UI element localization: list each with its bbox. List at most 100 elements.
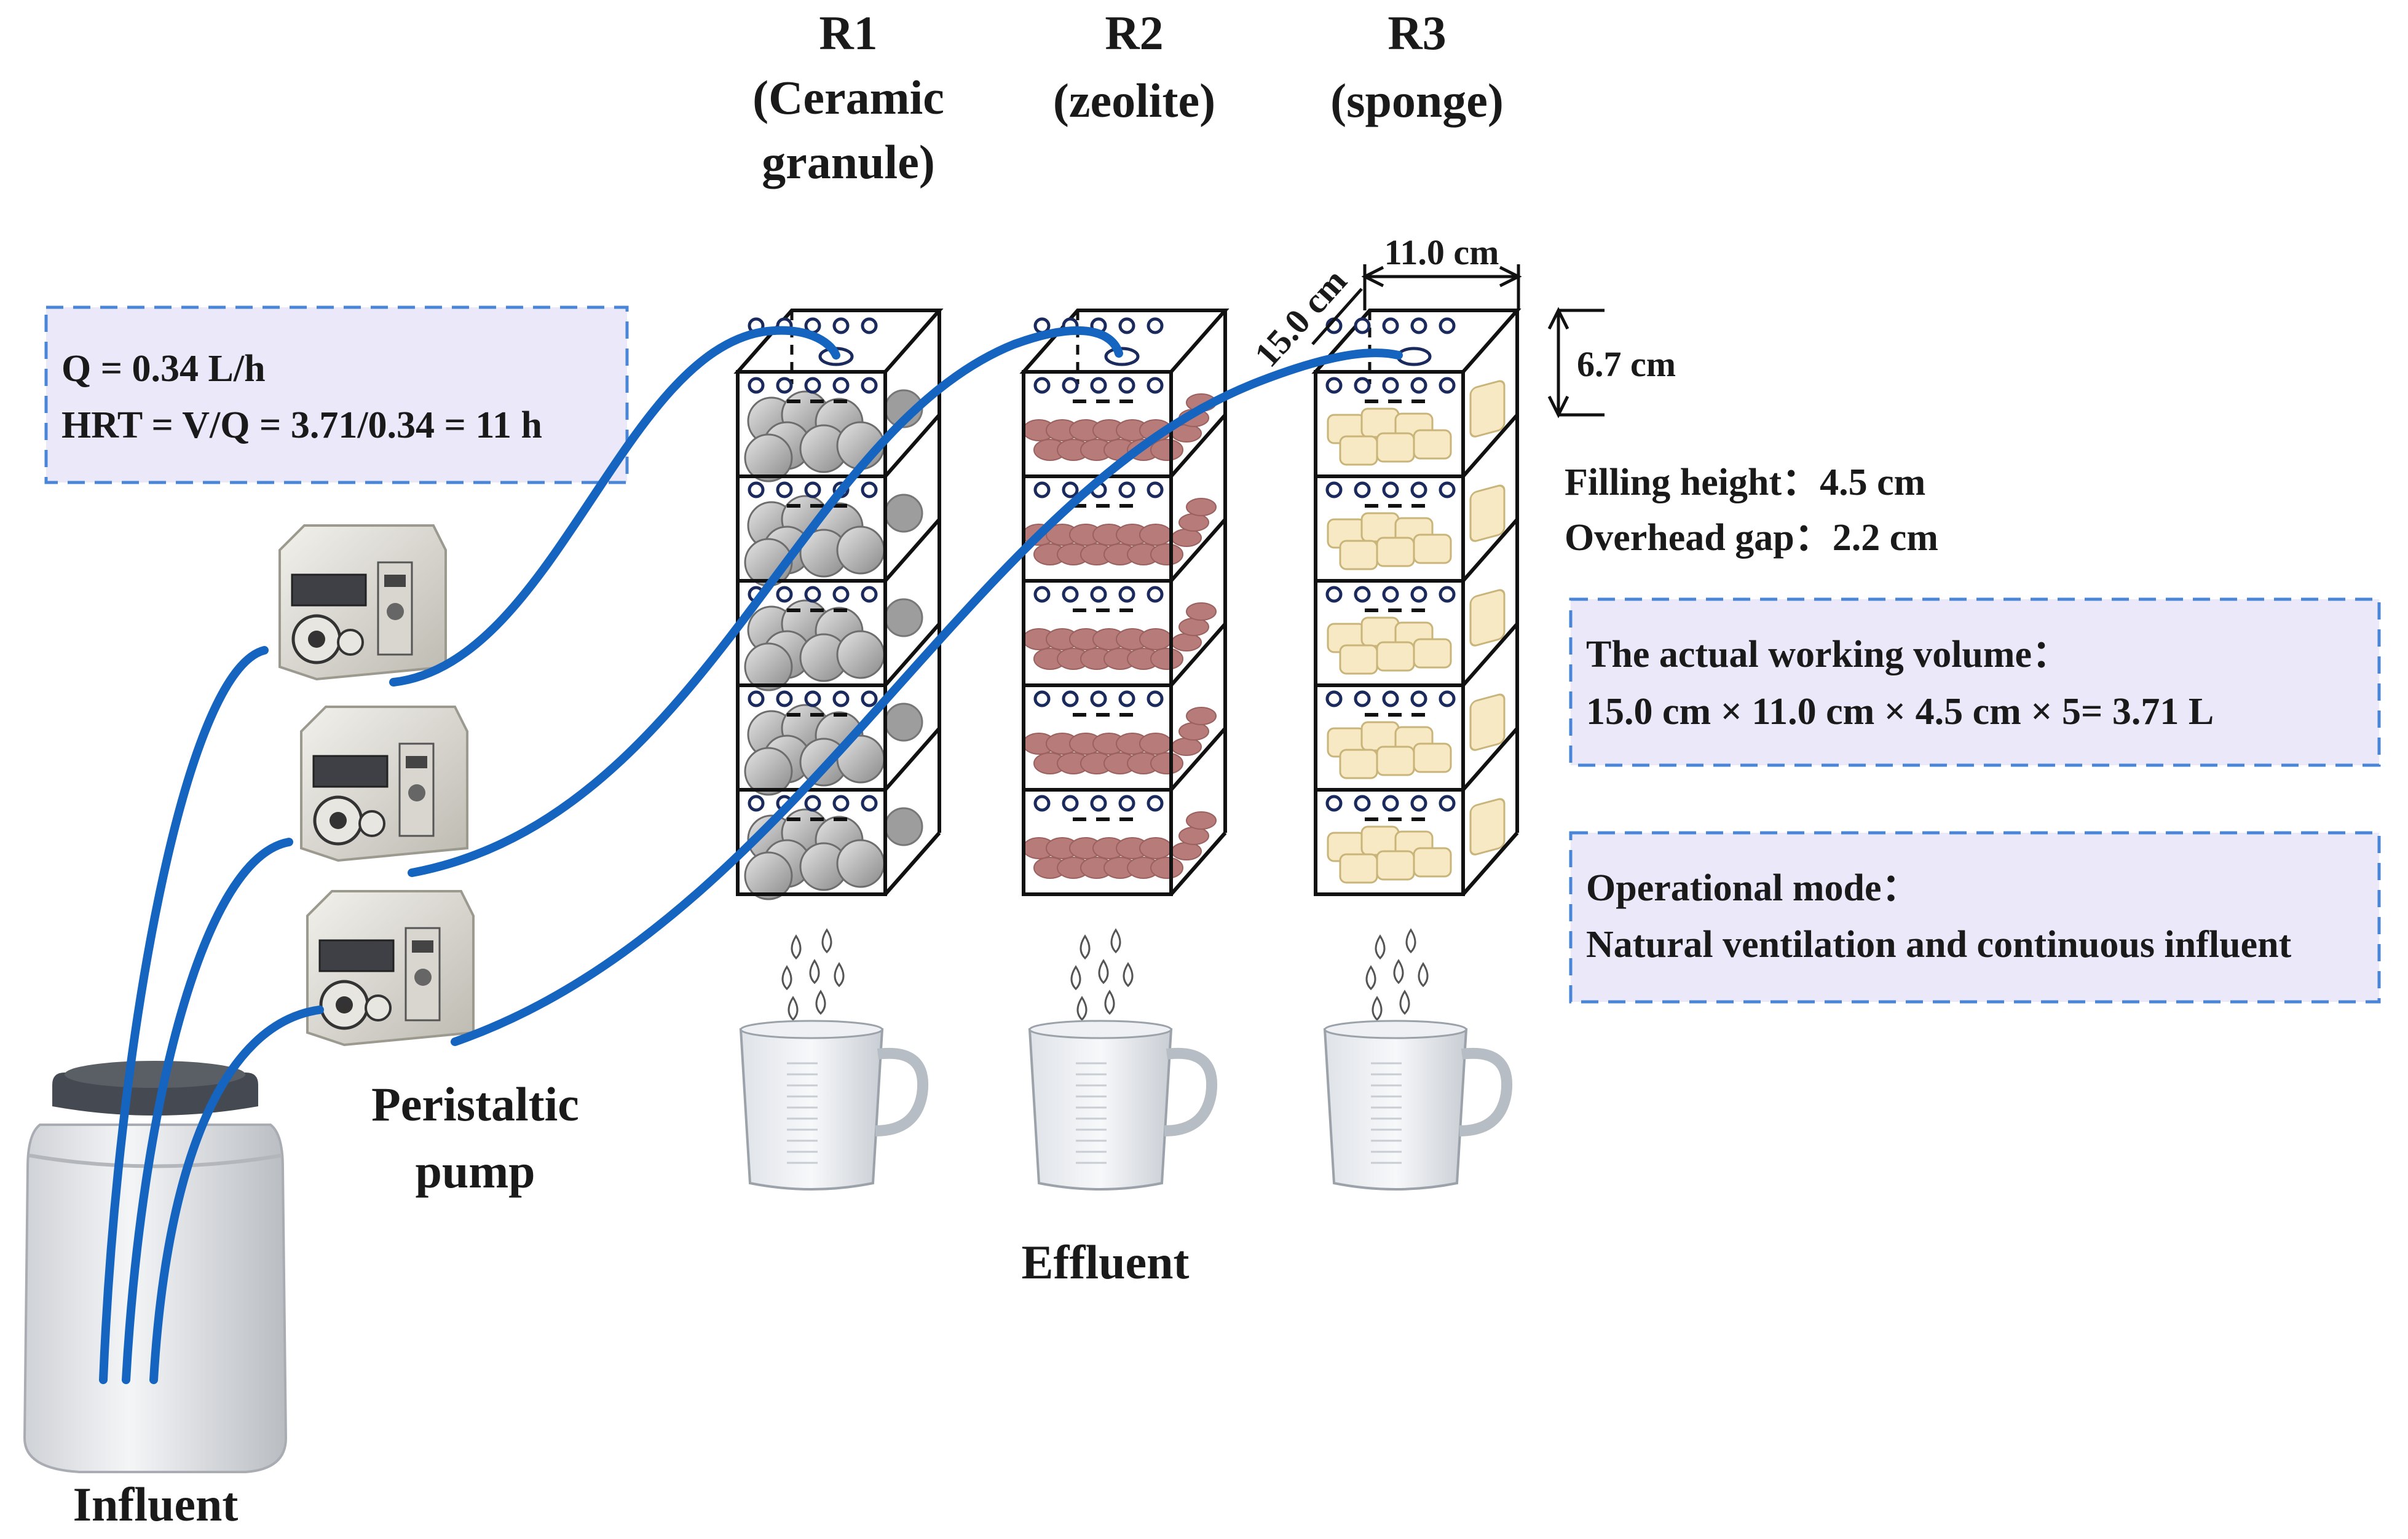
aeration-hole [1325, 690, 1343, 707]
zeolite-particle [1178, 618, 1209, 636]
aeration-hole [1147, 317, 1164, 334]
zeolite-particle [1178, 827, 1209, 845]
sponge-cube [1413, 847, 1452, 878]
shelf-side [1169, 518, 1227, 582]
water-droplet [821, 928, 832, 954]
media-layer [1022, 602, 1217, 670]
aeration-hole [1354, 317, 1371, 334]
reactor-r2 [1019, 309, 1230, 896]
effluent-label: Effluent [1022, 1235, 1190, 1289]
jug-handle [1459, 1047, 1513, 1136]
sponge-cube [1376, 432, 1415, 463]
zeolite-particle [1139, 733, 1172, 755]
media-layer [1022, 707, 1217, 774]
zeolite-particle [1171, 633, 1202, 651]
pump-button [412, 940, 433, 953]
tube-barrel-pump1 [99, 646, 269, 1384]
volume-formula-text: 15.0 cm × 11.0 cm × 4.5 cm × 5= 3.71 L [1586, 691, 2214, 733]
water-droplet [834, 962, 845, 988]
water-droplet [1399, 990, 1410, 1015]
sponge-cube [1376, 537, 1415, 567]
inlet-port [1396, 347, 1432, 366]
sponge-cube [1413, 429, 1452, 460]
shelf-side [1461, 518, 1519, 582]
overhead-gap-text: Overhead gap：2.2 cm [1565, 517, 1938, 559]
barrel-lid-top [65, 1061, 245, 1088]
zeolite-particle [1139, 837, 1172, 859]
zeolite-particle [1186, 602, 1217, 621]
mode-box-frame [1569, 831, 2381, 1004]
aeration-hole [1062, 586, 1079, 603]
reactor-columns [733, 309, 1522, 900]
aeration-hole [1439, 377, 1456, 394]
peristaltic-pumps [278, 524, 475, 1047]
sponge-cube [1339, 749, 1378, 779]
water-droplet [809, 959, 820, 985]
shelf-side [883, 518, 941, 582]
aeration-hole [804, 481, 821, 498]
aeration-hole [861, 317, 878, 334]
water-droplet [1365, 965, 1376, 991]
tube-barrel-pump3 [149, 1006, 324, 1384]
zeolite-particle [1186, 707, 1217, 725]
water-droplet [1070, 965, 1081, 991]
sponge-cube [1376, 850, 1415, 881]
ceramic-granule [884, 807, 923, 846]
aeration-hole [1090, 377, 1107, 394]
r1-media-line2: granule) [762, 135, 935, 189]
water-droplet [1104, 990, 1115, 1015]
volume-title-text: The actual working volume： [1586, 634, 2070, 675]
water-droplet [791, 934, 802, 960]
water-droplet [1405, 928, 1416, 954]
aeration-hole [1439, 317, 1456, 334]
pump-knob [414, 969, 432, 986]
media-layer [744, 389, 923, 482]
water-droplet [815, 990, 826, 1015]
water-droplet [1375, 934, 1386, 960]
aeration-hole [1354, 377, 1371, 394]
reactor-r1 [733, 309, 944, 900]
sponge-cube [1469, 484, 1506, 542]
zeolite-particle [1150, 752, 1183, 774]
aeration-hole [832, 317, 850, 334]
pump-button [406, 756, 427, 768]
aeration-hole [832, 586, 850, 603]
aeration-hole [832, 795, 850, 812]
aeration-hole [1033, 690, 1051, 707]
pump-display [291, 573, 367, 607]
aeration-hole [1062, 795, 1079, 812]
aeration-hole [1410, 795, 1427, 812]
aeration-hole [1118, 317, 1135, 334]
hrt-text: HRT = V/Q = 3.71/0.34 = 11 h [61, 404, 542, 446]
aeration-hole [1033, 795, 1051, 812]
layer-height-label: 6.7 cm [1577, 344, 1676, 384]
aeration-hole [861, 586, 878, 603]
ceramic-granule [884, 598, 923, 637]
ceramic-granule [836, 630, 885, 679]
aeration-hole [1354, 690, 1371, 707]
zeolite-particle [1150, 857, 1183, 879]
shelf-side [1461, 832, 1519, 895]
aeration-hole [1147, 481, 1164, 498]
water-droplet [1393, 959, 1404, 985]
shelf-side [1461, 727, 1519, 791]
zeolite-particle [1139, 628, 1172, 650]
water-droplet [1418, 962, 1429, 988]
water-droplet [781, 965, 792, 991]
filling-height-text: Filling height：4.5 cm [1565, 462, 1925, 503]
flow-rate-text: Q = 0.34 L/h [61, 348, 266, 390]
media-layer [1327, 380, 1506, 466]
zeolite-particle [1171, 738, 1202, 756]
shelf-side [883, 727, 941, 791]
aeration-hole [748, 795, 765, 812]
flow-box-frame [44, 305, 629, 484]
aeration-hole [1147, 690, 1164, 707]
aeration-hole [1410, 481, 1427, 498]
tube-pump3-r3 [451, 348, 1403, 1046]
aeration-hole [1410, 377, 1427, 394]
sponge-cube [1339, 540, 1378, 570]
depth-dimension-line [1311, 288, 1363, 345]
barrel-body [23, 1124, 288, 1473]
media-layer [1327, 798, 1506, 884]
